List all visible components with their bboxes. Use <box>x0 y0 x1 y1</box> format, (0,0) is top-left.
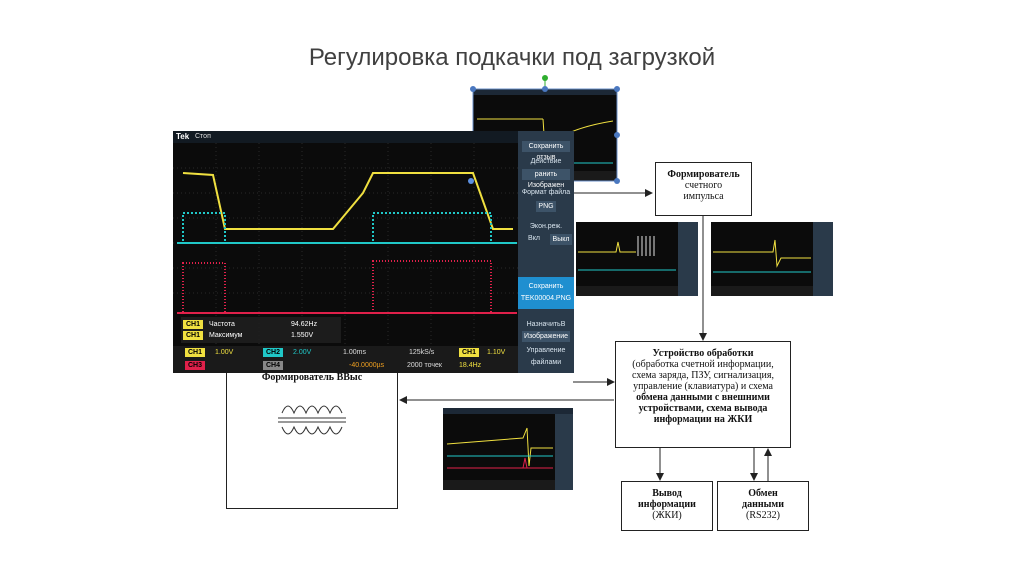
filename-label: TEK00004.PNG <box>520 295 572 302</box>
ch1-trace <box>182 172 513 230</box>
output-line3: (ЖКИ) <box>652 510 682 521</box>
shaper-pulse-line3: импульса <box>683 191 724 202</box>
processor-line: управление (клавиатура) и схема <box>633 381 773 392</box>
scope-mode: Стоп <box>195 133 211 140</box>
mini-scope-mid-right-waveform <box>711 222 833 296</box>
manage-label: Управление <box>526 347 566 354</box>
status-position: -40.0000µs <box>349 362 385 369</box>
meas-name: Максимум <box>209 332 243 339</box>
processor-line: информации на ЖКИ <box>653 414 753 425</box>
save-screen-button[interactable]: Сохранить отзыв <box>522 141 570 161</box>
shaper-pulse-title: Формирователь <box>667 169 740 180</box>
status-trigger-ch: CH1 <box>459 348 480 357</box>
processor-line: обмена данными с внешними <box>636 392 770 403</box>
ch2-trace <box>177 212 517 244</box>
eco-on-option[interactable]: Вкл <box>528 235 540 242</box>
processor-title: Устройство обработки <box>652 348 754 359</box>
meas-value: 94.62Hz <box>291 321 318 328</box>
status-points: 2000 точек <box>407 362 442 369</box>
status-ch4-tag[interactable]: CH4 <box>263 361 284 370</box>
status-freq: 18.4Hz <box>459 362 482 369</box>
status-ch2-tag[interactable]: CH2 <box>263 348 284 357</box>
processor-line: (обработка счетной информации, <box>632 359 774 370</box>
status-ch1-tag[interactable]: CH1 <box>185 348 206 357</box>
scope-brand: Tek <box>176 132 190 141</box>
png-button[interactable]: PNG <box>536 201 556 212</box>
file-format-label: Формат файла <box>521 189 571 196</box>
shaper-hv-box: Формирователь ВВыс <box>226 365 398 509</box>
save-label: Сохранить <box>528 283 564 290</box>
status-ch2-scale: 2.00V <box>293 349 312 356</box>
save-image-button[interactable]: ранить Изображен <box>522 169 570 189</box>
output-box: Вывод информации (ЖКИ) <box>621 481 713 531</box>
main-scope-screenshot: Tek Стоп CH1 Частота 94.62Hz CH1 Максиму… <box>173 131 574 373</box>
scope-topbar: Tek Стоп <box>173 131 518 143</box>
output-title: Вывод <box>652 488 682 499</box>
output-line2: информации <box>638 499 696 510</box>
meas-ch-tag: CH1 <box>183 331 204 340</box>
exchange-line2: данными <box>742 499 784 510</box>
mini-scope-bottom <box>443 408 573 490</box>
scope-side-menu: Сохранить отзыв Действие ранить Изображе… <box>518 131 574 373</box>
scope-status-bar: CH1 1.00V CH2 2.00V CH3 CH4 1.00ms -40.0… <box>173 346 518 373</box>
cursor-marker <box>468 178 474 184</box>
exchange-line3: (RS232) <box>746 510 780 521</box>
shaper-hv-label: Формирователь ВВыс <box>261 372 363 383</box>
eco-mode-label: Экон.реж. <box>529 223 563 230</box>
page-title: Регулировка подкачки под загрузкой <box>308 44 716 70</box>
meas-name: Частота <box>209 321 235 328</box>
processor-line: устройствами, схема вывода <box>638 403 768 414</box>
exchange-box: Обмен данными (RS232) <box>717 481 809 531</box>
mini-scope-bottom-waveform <box>443 408 573 490</box>
status-ch1-scale: 1.00V <box>215 349 234 356</box>
measurement-panel: CH1 Частота 94.62Hz CH1 Максимум 1.550V <box>181 317 341 343</box>
mini-scope-mid-right <box>711 222 833 296</box>
status-ch3-tag[interactable]: CH3 <box>185 361 206 370</box>
mini-scope-mid-left <box>576 222 698 296</box>
status-timebase: 1.00ms <box>343 349 366 356</box>
eco-off-button[interactable]: Выкл <box>550 234 572 245</box>
status-sample-rate: 125kS/s <box>409 349 435 356</box>
meas-ch-tag: CH1 <box>183 320 204 329</box>
exchange-title: Обмен <box>748 488 778 499</box>
meas-value: 1.550V <box>291 332 314 339</box>
status-trigger-level: 1.10V <box>487 349 506 356</box>
files-label: файлами <box>530 359 562 366</box>
save-panel[interactable]: Сохранить TEK00004.PNG <box>518 277 574 309</box>
ch3-trace <box>177 260 517 314</box>
mini-scope-mid-left-waveform <box>576 222 698 296</box>
assign-label: НазначитьВ <box>526 321 566 328</box>
processor-line: схема заряда, ПЗУ, сигнализация, <box>632 370 774 381</box>
scope-waveform-area <box>173 143 518 346</box>
processor-box: Устройство обработки (обработка счетной … <box>615 341 791 448</box>
action-label: Действие <box>530 158 562 165</box>
shaper-pulse-box: Формирователь счетного импульса <box>655 162 752 216</box>
image-button[interactable]: Изображение <box>522 331 570 342</box>
transformer-icon <box>278 405 346 435</box>
shaper-pulse-line2: счетного <box>684 180 723 191</box>
